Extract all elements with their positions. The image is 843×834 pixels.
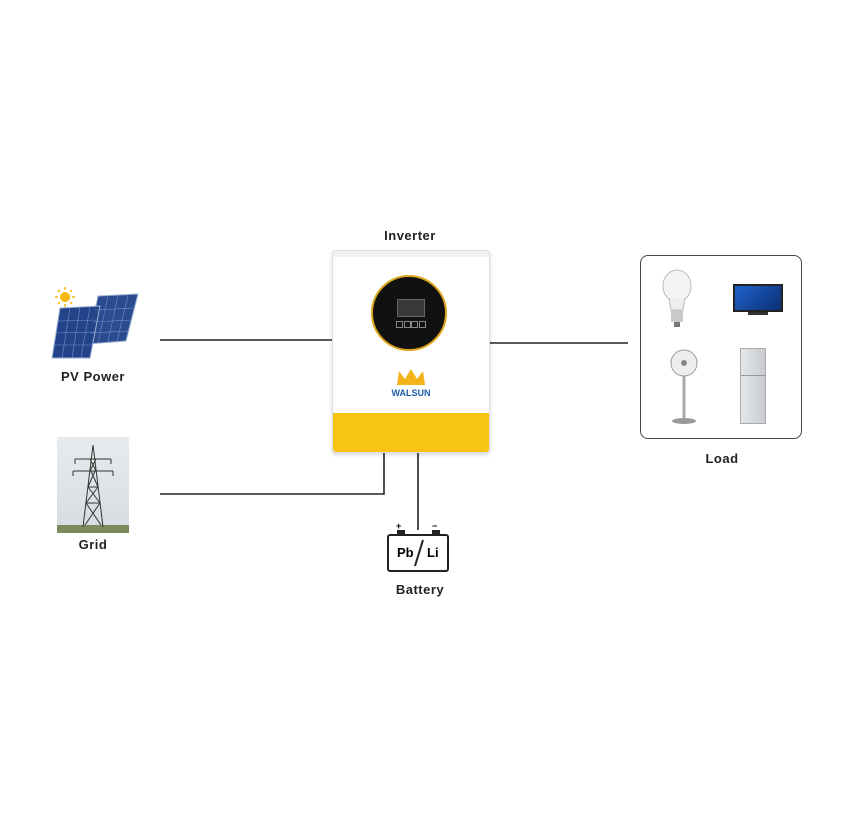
brand-logo-text: WALSUN [391, 388, 431, 398]
grid-label: Grid [78, 537, 108, 552]
inverter-yellow-base [333, 413, 489, 452]
sun-icon [55, 287, 75, 307]
lcd-screen [397, 299, 425, 317]
pv-power-node [48, 286, 143, 386]
inverter-top-cap [333, 251, 489, 257]
inverter-display [371, 275, 447, 351]
grid-to-inverter-line [160, 452, 385, 495]
walsun-crown-logo [397, 369, 425, 385]
inverter-label: Inverter [384, 228, 436, 243]
load-label: Load [705, 451, 739, 466]
solar-panel-icon [51, 287, 139, 359]
battery-slash [414, 539, 424, 567]
light-bulb-icon [662, 269, 692, 327]
battery-node: + − Pb Li [386, 521, 452, 574]
control-buttons [396, 321, 426, 328]
fan-icon [670, 349, 698, 424]
grid-node [57, 437, 129, 533]
battery-icon: Pb Li [387, 534, 449, 572]
pv-power-label: PV Power [61, 369, 125, 384]
inverter-node: WALSUN [332, 250, 490, 453]
battery-plus-terminal: + [396, 521, 402, 531]
battery-pb-text: Pb [397, 545, 414, 560]
load-box [640, 255, 802, 439]
tv-icon [733, 284, 783, 318]
fridge-icon [740, 348, 766, 424]
battery-minus-terminal: − [432, 521, 438, 531]
battery-label: Battery [395, 582, 445, 597]
transmission-tower-icon [57, 444, 129, 533]
battery-li-text: Li [427, 545, 439, 560]
